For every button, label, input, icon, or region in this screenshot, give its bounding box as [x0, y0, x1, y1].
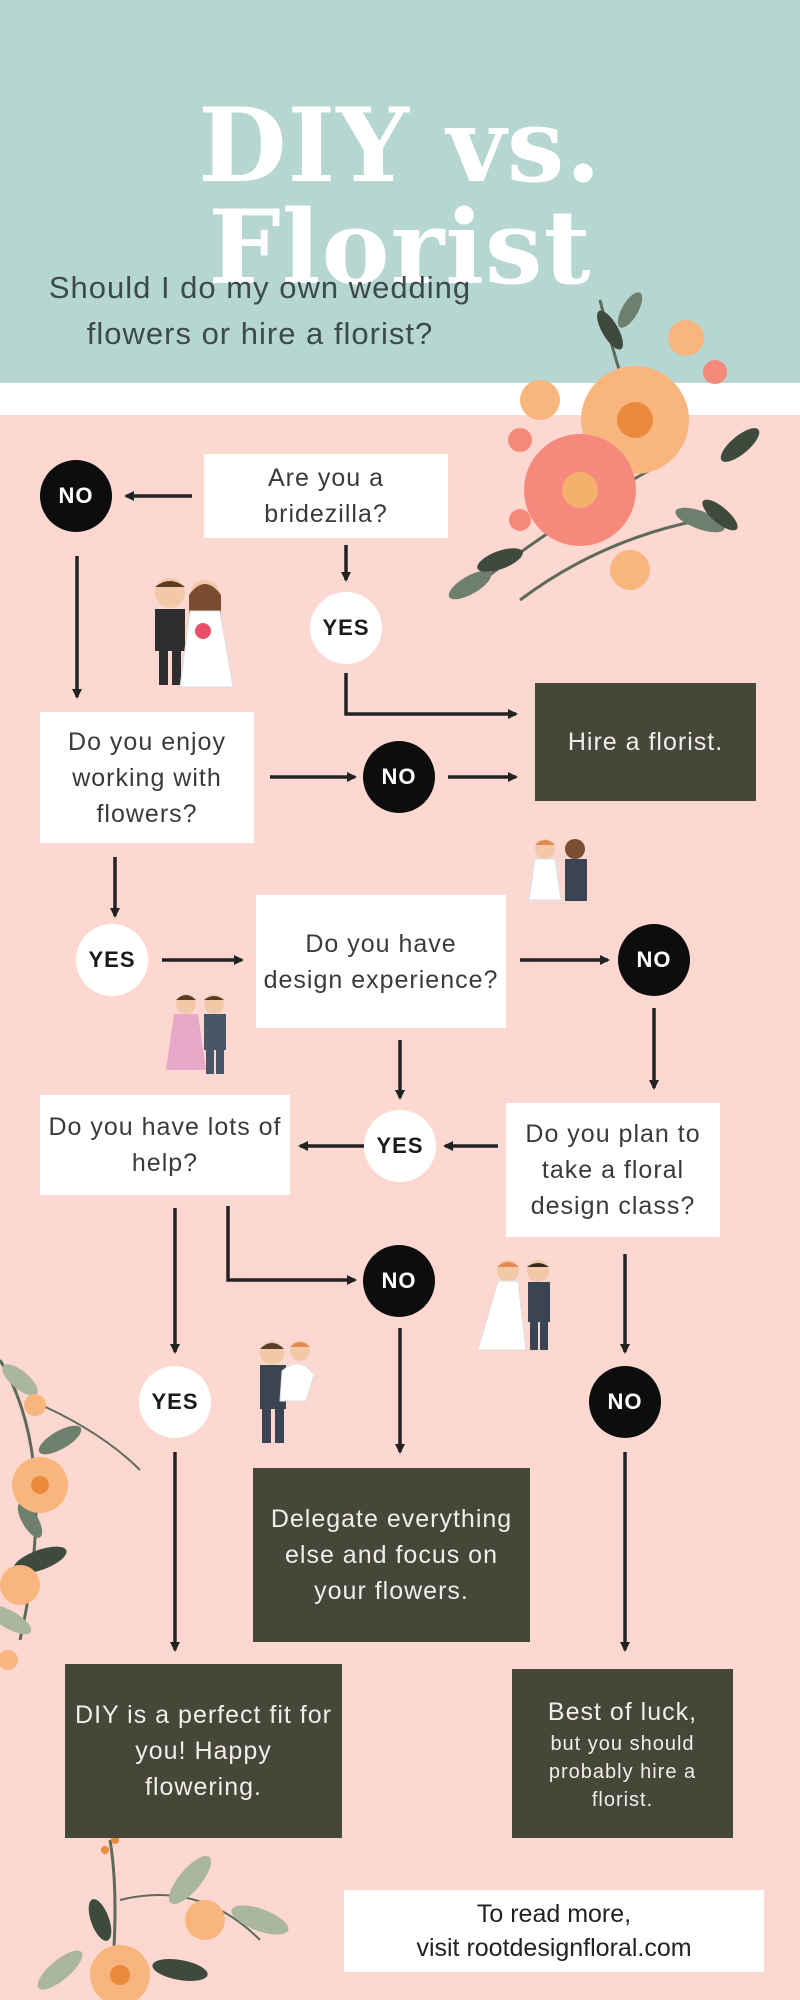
answer-yes: YES — [364, 1110, 436, 1182]
footer-link[interactable]: visit rootdesignfloral.com — [416, 1934, 692, 1962]
question-design-experience: Do you have design experience? — [256, 895, 506, 1028]
couple-icon — [166, 994, 226, 1074]
page-subtitle: Should I do my own wedding flowers or hi… — [48, 270, 472, 351]
result-diy: DIY is a perfect fit for you! Happy flow… — [65, 1664, 342, 1838]
question-floral-class: Do you plan to take a floral design clas… — [506, 1103, 720, 1237]
result-best-of-luck-body: but you should probably hire a florist. — [548, 1732, 697, 1811]
result-best-of-luck: Best of luck, but you should probably hi… — [512, 1669, 733, 1838]
result-hire-florist: Hire a florist. — [535, 683, 756, 801]
footer-line-1: To read more, — [476, 1900, 632, 1928]
footer-box: To read more, visit rootdesignfloral.com — [344, 1890, 764, 1972]
question-lots-of-help: Do you have lots of help? — [40, 1095, 290, 1195]
header-band — [0, 0, 800, 383]
arrow — [344, 673, 518, 719]
question-bridezilla: Are you a bridezilla? — [204, 454, 448, 538]
couple-icon — [260, 1341, 315, 1443]
couple-icon — [477, 1260, 550, 1351]
result-delegate: Delegate everything else and focus on yo… — [253, 1468, 530, 1642]
couple-icon — [155, 578, 234, 688]
bouquet-bottom-left-icon — [0, 1359, 141, 1670]
arrow — [226, 1206, 357, 1285]
question-enjoy-flowers: Do you enjoy working with flowers? — [40, 712, 254, 843]
result-delegate-text: Delegate everything else and focus on yo… — [270, 1505, 513, 1605]
bouquet-bottom-icon — [37, 1836, 289, 2000]
answer-no: NO — [618, 924, 690, 996]
result-diy-text: DIY is a perfect fit for you! Happy flow… — [75, 1701, 332, 1801]
result-best-of-luck-title: Best of luck, — [547, 1697, 698, 1726]
couple-icon — [528, 839, 587, 901]
answer-no: NO — [363, 741, 435, 813]
answer-no: NO — [40, 460, 112, 532]
answer-yes: YES — [139, 1366, 211, 1438]
result-hire-florist-text: Hire a florist. — [567, 728, 724, 756]
answer-yes: YES — [310, 592, 382, 664]
answer-no: NO — [589, 1366, 661, 1438]
answer-no: NO — [363, 1245, 435, 1317]
bouquet-top-right-icon — [448, 292, 760, 602]
answer-yes: YES — [76, 924, 148, 996]
page-title: DIY vs. Florist — [198, 86, 602, 308]
